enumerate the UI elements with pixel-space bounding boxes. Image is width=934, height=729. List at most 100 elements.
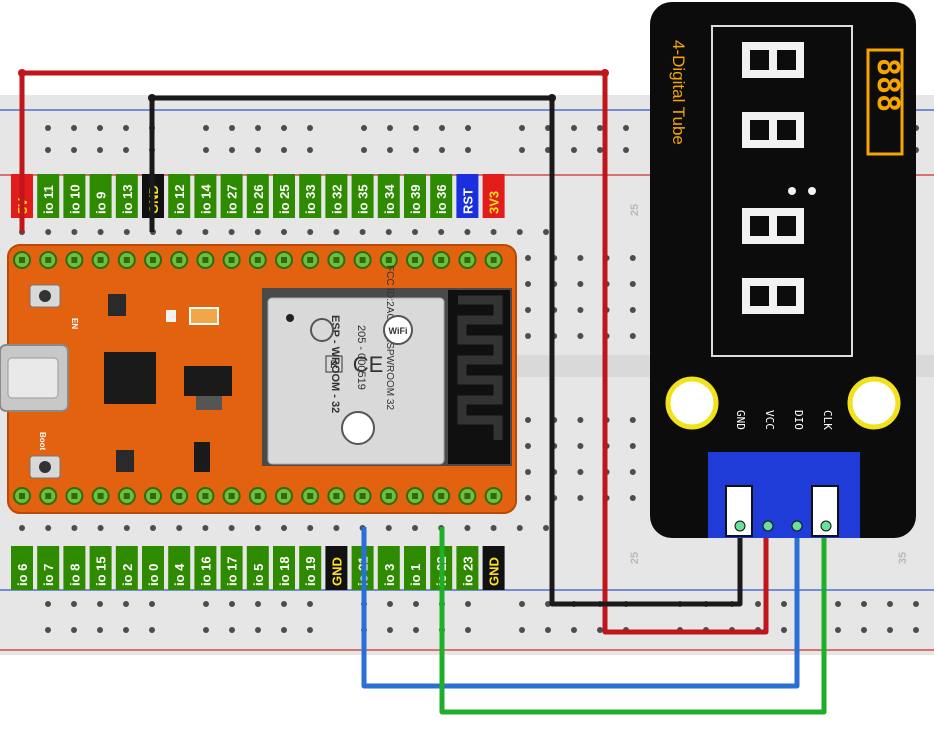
breadboard-hole [281,147,287,153]
breadboard-hole [525,333,531,339]
column-mark-25-top: 25 [629,204,641,216]
breadboard-hole [412,229,418,235]
breadboard-hole [254,229,261,235]
breadboard-hole [45,147,51,153]
bottom-pin-label-text: GND [487,557,502,586]
column-mark-25-bottom: 25 [629,552,641,564]
breadboard-hole [439,147,445,153]
header-pin-center [202,493,209,499]
breadboard-hole [149,601,155,607]
usb-serial-chip [104,352,156,404]
breadboard-hole [629,255,636,261]
segment [769,42,777,78]
breadboard-hole [525,469,531,475]
breadboard-hole [465,601,471,607]
header-pin-center [438,257,445,263]
wifi-label: WiFi [389,326,408,336]
breadboard-hole [525,255,531,261]
top-pin-label-box [482,174,505,218]
breadboard-hole [525,281,531,287]
breadboard-hole [543,525,549,531]
header-pin-center [307,493,314,499]
breadboard-hole [519,125,525,131]
mini-display [866,48,904,156]
breadboard-hole [525,495,531,501]
breadboard-hole [629,495,636,501]
breadboard-hole [413,147,419,153]
bottom-pin-label-box [89,546,112,590]
segment [769,112,777,148]
segment [769,278,777,314]
breadboard-hole [543,229,549,235]
breadboard-hole [307,627,313,633]
esp32-board: EN Boot FCC ID:2AC7Z-ESPWROOM 32 205 - 0… [0,244,517,514]
header-pin-center [464,493,471,499]
breadboard-hole [913,627,919,633]
bottom-pin-label-text: GND [329,557,344,586]
header-pin-center [359,493,366,499]
breadboard-hole [97,229,104,235]
breadboard-hole [97,125,103,131]
capacitor [189,307,219,325]
module-title: 4-Digital Tube [669,40,688,145]
breadboard-hole [629,417,636,423]
bottom-pin-label-box [404,546,426,590]
header-pin-center [307,257,314,263]
top-pin-label-box [115,174,138,218]
breadboard-hole [464,229,471,235]
top-pin-label-text: io 27 [225,184,240,214]
top-pin-label-box [430,174,453,218]
breadboard-hole [387,627,393,633]
top-pin-label-text: RST [460,188,475,214]
segment [742,112,804,120]
top-pin-label-text: io 32 [329,184,344,214]
breadboard-hole [97,147,103,153]
breadboard-hole [71,627,77,633]
breadboard-hole [525,417,531,423]
pin1-marker [286,314,294,322]
breadboard-hole [913,601,919,607]
bottom-pin-label-text: io 0 [146,564,161,586]
header-pin-center [333,493,340,499]
boot-button-cap [39,461,51,473]
header-pin-center [228,493,235,499]
breadboard-hole [525,443,531,449]
mini-display-digits: 888 [870,58,905,112]
module-name: ESP - WROOM - 32 [329,315,341,413]
header-pin-center [281,493,287,499]
breadboard-hole [123,525,130,531]
breadboard-hole [516,229,523,235]
bottom-pin-label-box [246,546,269,590]
top-pin-label-box [404,174,426,218]
wire-joint [548,94,556,102]
top-pin-label-text: 3V3 [487,191,502,214]
bottom-pin-label-text: io 23 [460,556,475,586]
header-pin-center [412,493,418,499]
breadboard-hole [413,601,419,607]
bottom-pin-label-box [142,546,164,590]
top-pin-label-text: io 35 [356,184,371,214]
r-mark-box [325,355,343,373]
wire-blue-io21-to-dio [361,522,800,689]
breadboard-hole [203,627,209,633]
header-pin-center [19,257,25,263]
breadboard-hole [438,229,445,235]
breadboard-hole [577,469,584,475]
header-pin-center [71,493,78,499]
breadboard-hole [439,125,445,131]
top-pin-label-text: io 12 [172,184,187,214]
breadboard-hole [255,627,261,633]
top-pin-label-box [194,174,217,218]
breadboard-hole [623,147,629,153]
top-pin-label-box [456,174,479,218]
en-button-cap [39,290,51,302]
header-pin-center [281,257,287,263]
segment [796,208,804,244]
breadboard-hole [577,417,584,423]
segment [769,208,777,244]
bottom-pin-label-box [115,546,138,590]
breadboard-hole [525,307,531,313]
breadboard-hole [45,525,52,531]
bottom-pin-label-text: io 4 [172,563,187,586]
